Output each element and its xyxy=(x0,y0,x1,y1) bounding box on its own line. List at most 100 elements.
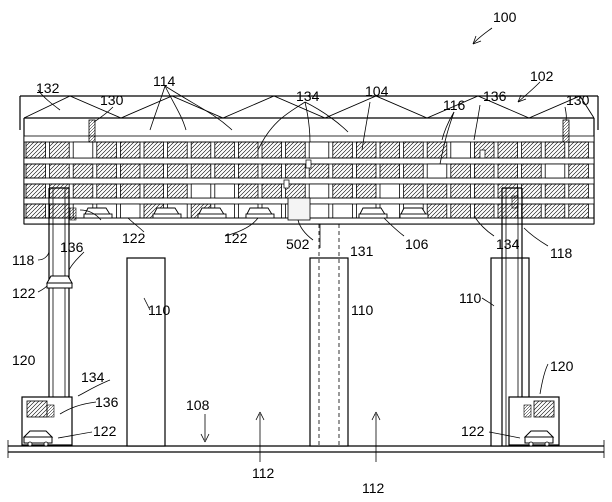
deck-vehicles xyxy=(83,149,486,219)
label-136-station: 136 xyxy=(95,394,119,410)
storage-bin xyxy=(190,163,212,179)
storage-bin xyxy=(473,163,495,179)
label-130-left: 130 xyxy=(100,92,124,108)
storage-bin xyxy=(308,163,330,179)
storage-bin xyxy=(568,163,589,179)
storage-bin xyxy=(497,163,519,179)
storage-bin xyxy=(426,141,448,159)
label-122-a: 122 xyxy=(122,230,146,246)
label-102: 102 xyxy=(530,68,554,84)
label-116: 116 xyxy=(443,97,466,113)
storage-bin xyxy=(72,183,94,199)
marker-136 xyxy=(305,159,312,169)
label-502: 502 xyxy=(286,236,310,252)
label-122-station-left: 122 xyxy=(93,423,117,439)
storage-bin xyxy=(450,183,471,199)
label-118-right: 118 xyxy=(550,245,573,261)
storage-bin xyxy=(544,163,566,179)
storage-bin xyxy=(49,141,70,159)
robot-vehicle-base xyxy=(358,213,388,219)
storage-bin xyxy=(143,183,165,199)
storage-bin xyxy=(25,183,47,199)
storage-bin xyxy=(450,163,471,179)
storage-bin xyxy=(379,141,401,159)
storage-bin xyxy=(403,141,424,159)
support-post xyxy=(88,119,96,143)
storage-bin xyxy=(72,141,94,159)
reference-labels: 100 102 132 130 114 134 104 116 136 130 … xyxy=(12,9,590,496)
storage-bin xyxy=(261,141,283,159)
storage-bin xyxy=(521,183,542,199)
storage-bin xyxy=(120,203,141,219)
support-pillars xyxy=(126,224,530,447)
label-130-right: 130 xyxy=(566,92,590,108)
storage-bin xyxy=(332,163,353,179)
storage-bin xyxy=(521,203,542,219)
storage-bin xyxy=(473,183,495,199)
storage-bin xyxy=(521,163,542,179)
storage-bin xyxy=(25,141,47,159)
label-112-left: 112 xyxy=(252,465,275,481)
storage-bin xyxy=(332,183,353,199)
storage-bin xyxy=(521,141,542,159)
storage-bin xyxy=(167,141,188,159)
storage-bin xyxy=(497,141,519,159)
storage-bin xyxy=(379,183,401,199)
label-136-top: 136 xyxy=(483,88,507,104)
truss-line xyxy=(23,95,595,119)
storage-bin xyxy=(237,163,259,179)
storage-bin xyxy=(25,203,47,219)
storage-bin xyxy=(544,203,566,219)
label-122-b: 122 xyxy=(224,230,248,246)
leader-lines xyxy=(37,27,567,462)
station-left xyxy=(21,396,73,447)
storage-bin xyxy=(426,203,448,219)
storage-bin xyxy=(120,141,141,159)
storage-bin xyxy=(120,183,141,199)
label-120-right: 120 xyxy=(550,358,574,374)
label-110-right: 110 xyxy=(459,290,482,306)
storage-bin xyxy=(379,163,401,179)
rail-band xyxy=(23,177,595,185)
storage-bin xyxy=(214,163,235,179)
storage-bin xyxy=(450,203,471,219)
robot-vehicle-base xyxy=(245,213,275,219)
storage-bin xyxy=(544,183,566,199)
marker-136 xyxy=(283,179,290,189)
storage-bin xyxy=(568,183,589,199)
storage-bin xyxy=(285,163,306,179)
storage-bin xyxy=(96,163,117,179)
label-110-center: 110 xyxy=(351,302,374,318)
storage-bin xyxy=(167,183,188,199)
storage-bin xyxy=(49,163,70,179)
storage-bin xyxy=(167,163,188,179)
roof-trusses xyxy=(23,95,595,119)
robot-vehicle-base xyxy=(152,213,182,219)
label-122-station-right: 122 xyxy=(461,423,485,439)
storage-bin xyxy=(49,203,70,219)
storage-bin xyxy=(426,163,448,179)
label-100: 100 xyxy=(493,9,517,25)
storage-bin xyxy=(308,203,330,219)
storage-bin xyxy=(72,163,94,179)
storage-bin xyxy=(285,141,306,159)
label-134-station: 134 xyxy=(81,369,105,385)
label-131: 131 xyxy=(350,243,374,259)
robot-vehicle-base xyxy=(399,213,429,219)
rail-band xyxy=(23,135,595,143)
storage-bin xyxy=(190,183,212,199)
label-114: 114 xyxy=(153,73,176,89)
storage-bin xyxy=(473,203,495,219)
storage-bin xyxy=(308,141,330,159)
storage-bin xyxy=(96,141,117,159)
storage-bin xyxy=(214,183,235,199)
storage-bin xyxy=(25,163,47,179)
pillar-center xyxy=(309,257,349,447)
storage-bin xyxy=(261,163,283,179)
label-134-top: 134 xyxy=(296,88,320,104)
label-122-lift: 122 xyxy=(12,285,36,301)
label-132: 132 xyxy=(36,80,60,96)
storage-containers xyxy=(25,141,589,219)
station-right xyxy=(508,396,560,447)
